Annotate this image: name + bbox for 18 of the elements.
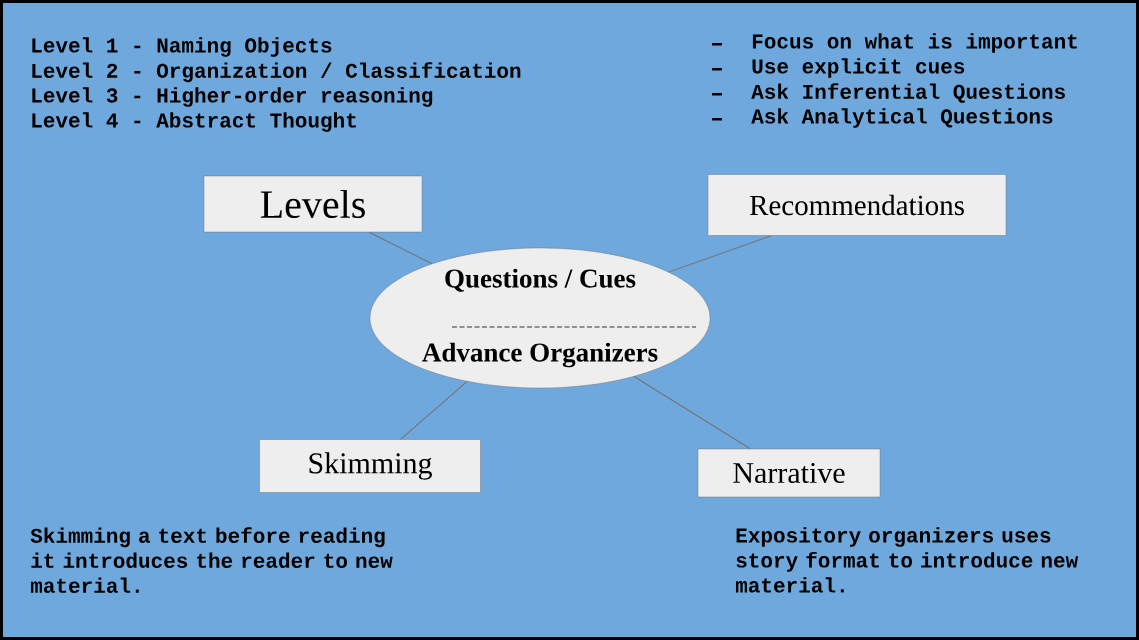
connector-line: [633, 376, 751, 450]
level-item: Level 4 - Abstract Thought: [32, 112, 356, 132]
text-box: Levels: [203, 175, 423, 233]
connector-line: [400, 380, 468, 440]
connector-line: [668, 235, 772, 273]
text-box: Skimming: [259, 439, 481, 493]
description-text: Skimming a text before reading it introduces the reader to new material.: [30, 527, 393, 593]
connector-line: [368, 231, 433, 265]
recommendation-item: Ask Inferential Questions: [751, 83, 1065, 103]
recommendation-item: Focus on what is important: [752, 33, 1077, 53]
recommendation-item: Ask Analytical Questions: [751, 108, 1053, 128]
text-box: Recommendations: [707, 174, 1007, 236]
level-item: Level 3 - Higher-order reasoning: [32, 87, 433, 107]
level-item: Level 2 - Organization / Classification: [32, 62, 521, 83]
level-item: Level 1 - Naming Objects: [32, 37, 332, 57]
recommendation-item: Use explicit cues: [752, 58, 965, 78]
text-box: Narrative: [697, 448, 881, 498]
description-text: Expository organizers uses story format to introduce new material.: [735, 527, 1079, 593]
